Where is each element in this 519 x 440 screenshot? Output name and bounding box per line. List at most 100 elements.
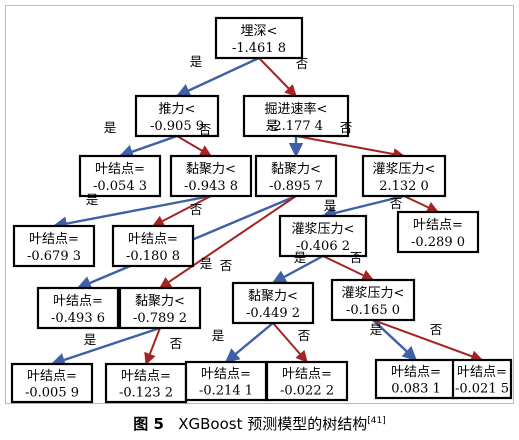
leaf-node: 叶结点=-0.022 2	[265, 360, 349, 402]
edge-label-yes: 是	[86, 192, 99, 207]
node-condition: 黏聚力<	[135, 293, 185, 309]
edge-label-no: 否	[390, 196, 403, 211]
node-condition: 叶结点=	[201, 367, 251, 382]
node-box	[330, 278, 416, 322]
edge-n6-n10-no	[403, 195, 440, 213]
edge-n4-n8-no	[151, 195, 212, 227]
node-condition: 叶结点=	[27, 369, 77, 384]
node-condition: 灌浆压力<	[342, 286, 405, 301]
edge-label-layer: 是否是否是否是否是否是否是否是否是否是否	[84, 54, 443, 351]
node-condition: 灌浆压力<	[292, 222, 355, 237]
edge-n13-n17-yes	[224, 322, 274, 363]
node-value: -0.123 2	[119, 385, 173, 400]
edge-n6-n9-yes	[321, 194, 405, 220]
node-box	[169, 154, 253, 198]
node-box	[374, 358, 458, 400]
node-value: -0.493 6	[51, 311, 105, 326]
node-box	[36, 286, 120, 330]
node-value: 0.083 1	[391, 381, 441, 396]
node-value: -0.905 9	[150, 119, 204, 134]
node-value: -0.679 3	[27, 249, 81, 264]
split-node: 灌浆压力<2.132 0	[361, 154, 447, 198]
edge-label-yes: 是	[370, 322, 383, 337]
node-box	[118, 286, 202, 330]
edge-n0-n2-no	[258, 57, 297, 97]
split-node: 黏聚力< -0.789 2	[118, 286, 202, 330]
edge-label-no: 否	[430, 322, 443, 337]
edge-n5-n12-no	[159, 195, 297, 289]
node-value: -0.022 2	[280, 383, 334, 398]
node-value: -0.021 5	[455, 381, 509, 396]
node-box	[265, 360, 349, 402]
split-node: 推力< -0.905 9	[134, 94, 220, 138]
leaf-node: 叶结点=-0.289 0	[396, 210, 480, 254]
edge-n0-n1-yes	[175, 56, 260, 98]
node-box	[12, 224, 96, 268]
node-condition: 埋深<	[241, 24, 278, 39]
node-value: -0.054 3	[93, 179, 147, 194]
edge-n9-n13-yes	[271, 254, 324, 285]
edge-n14-n20-no	[372, 319, 484, 362]
node-value: -2.177 4	[269, 119, 323, 134]
edge-label-no: 否	[170, 336, 183, 351]
edge-label-no: 否	[296, 56, 309, 71]
split-node: 黏聚力< -0.449 2	[231, 281, 315, 325]
node-condition: 黏聚力<	[248, 288, 298, 304]
edge-label-yes: 是	[200, 256, 213, 271]
caption-text: XGBoost 预测模型的树结构	[178, 415, 368, 433]
edge-n12-n16-no	[144, 327, 161, 366]
node-condition: 叶结点=	[282, 367, 332, 382]
edge-n12-n15-yes	[50, 326, 161, 367]
leaf-node: 叶结点= -0.493 6	[36, 286, 120, 330]
caption-reference: [41]	[367, 416, 386, 426]
leaf-node: 叶结点=-0.123 2	[104, 362, 188, 404]
node-condition: 黏聚力<	[271, 161, 321, 177]
node-value: -0.005 9	[25, 385, 79, 400]
leaf-node: 叶结点=-0.021 5	[451, 358, 513, 400]
leaf-node: 叶结点= -0.054 3	[78, 154, 162, 198]
edge-n9-n14-no	[322, 255, 375, 281]
node-box	[242, 94, 350, 138]
leaf-node: 叶结点=-0.005 9	[10, 362, 94, 404]
node-condition: 叶结点=	[53, 294, 103, 309]
node-condition: 叶结点=	[413, 218, 463, 233]
edge-label-yes: 是	[84, 332, 97, 347]
node-value: -0.895 7	[269, 179, 323, 194]
node-value: -0.180 8	[126, 249, 180, 264]
node-condition: 掘进速率<	[265, 101, 328, 117]
edge-n4-n7-yes	[52, 194, 212, 231]
node-condition: 叶结点=	[457, 365, 507, 380]
node-condition: 叶结点=	[391, 365, 441, 380]
node-condition: 叶结点=	[128, 232, 178, 247]
edge-label-yes: 是	[190, 54, 203, 69]
leaf-node: 叶结点=0.083 1	[374, 358, 458, 400]
edge-label-yes: 是	[104, 120, 117, 135]
node-box	[134, 94, 220, 138]
caption-figure-number: 图 5	[133, 415, 164, 433]
node-value: 2.132 0	[379, 179, 429, 194]
node-condition: 叶结点=	[29, 232, 79, 247]
node-condition: 黏聚力<	[186, 161, 236, 177]
edge-label-yes: 是	[324, 198, 337, 213]
node-box	[214, 16, 304, 60]
edge-label-no: 否	[350, 250, 363, 265]
node-box	[396, 210, 480, 254]
node-condition: 推力<	[159, 102, 196, 117]
node-box	[361, 154, 447, 198]
node-box	[10, 362, 94, 404]
node-value: -0.449 2	[246, 306, 300, 321]
edge-n14-n19-yes	[372, 319, 418, 361]
node-condition: 叶结点=	[95, 162, 145, 177]
node-value: -0.789 2	[133, 311, 187, 326]
node-value: -0.406 2	[296, 239, 350, 254]
node-value: -1.461 8	[232, 41, 286, 56]
split-node: 黏聚力< -0.895 7	[254, 154, 338, 198]
split-node: 灌浆压力<-0.165 0	[330, 278, 416, 322]
edge-label-yes: 是	[266, 118, 279, 133]
edge-n1-n4-no	[176, 135, 213, 157]
node-box	[451, 358, 513, 400]
edge-n2-n6-no	[295, 135, 406, 160]
edge-n1-n3-yes	[118, 134, 178, 159]
